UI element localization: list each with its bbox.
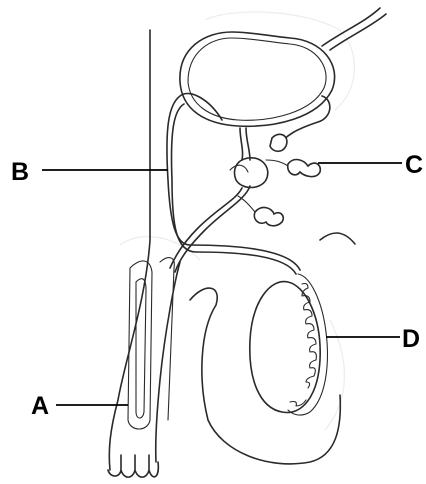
label-d: D [402, 325, 420, 353]
prostate [230, 158, 268, 188]
urethra [170, 128, 250, 272]
erectile-tissue [128, 258, 174, 429]
label-b: B [11, 158, 29, 186]
bulbourethral-gland [238, 196, 283, 226]
bladder [180, 8, 386, 126]
label-a: A [31, 392, 49, 420]
seminal-vesicle [266, 134, 320, 176]
label-c: C [405, 151, 423, 179]
leader-lines [42, 163, 402, 405]
labels: A B C D [11, 151, 423, 420]
